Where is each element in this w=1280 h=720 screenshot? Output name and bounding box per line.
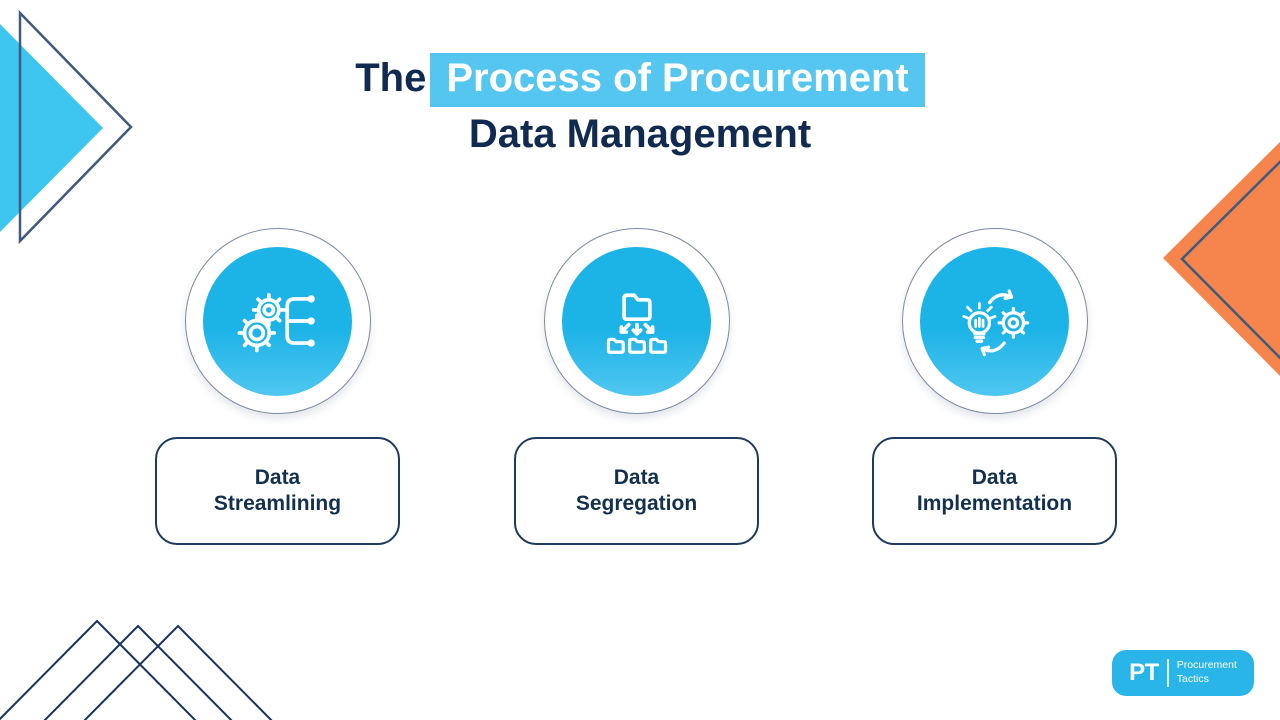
step-1-label: Data Streamlining: [214, 465, 341, 518]
step-3-circle-fill: [920, 246, 1069, 396]
step-2-circle: [543, 228, 730, 414]
step-1-circle-fill: [203, 246, 352, 396]
step-data-segregation: Data Segregation: [507, 228, 763, 545]
step-2-circle-fill: [562, 246, 711, 396]
step-data-implementation: Data Implementation: [865, 228, 1121, 545]
title-highlight: Process of Procurement: [430, 53, 925, 107]
folders-distribution-icon: [606, 293, 667, 354]
label-box-data-segregation: Data Segregation: [507, 429, 763, 545]
logo-divider: [1166, 659, 1169, 687]
idea-gear-cycle-icon: [961, 289, 1029, 357]
bottomleft-outline-triangle-1: [0, 619, 197, 720]
step-1-label-line2: Streamlining: [213, 492, 342, 515]
logo-name-line2: Tactics: [1176, 673, 1209, 685]
step-3-label-line1: Data: [971, 465, 1018, 489]
step-3-label: Data Implementation: [917, 465, 1072, 518]
step-2-label: Data Segregation: [576, 465, 697, 518]
step-2-label-line2: Segregation: [575, 492, 698, 515]
right-outline-diamond: [1180, 160, 1280, 360]
step-1-circle: [184, 228, 371, 414]
right-orange-diamond: [1163, 141, 1280, 376]
procurement-tactics-logo: PT Procurement Tactics: [1112, 650, 1254, 696]
label-box-data-implementation: Data Implementation: [865, 429, 1121, 545]
step-data-streamlining: Data Streamlining: [148, 228, 404, 545]
step-3-label-line2: Implementation: [916, 492, 1073, 515]
title-line-2: Data Management: [468, 112, 812, 156]
bottomleft-outline-triangle-2: [43, 624, 233, 720]
gears-flow-icon: [237, 292, 315, 353]
logo-name-line1: Procurement: [1176, 659, 1237, 672]
bottomleft-outline-triangle-3: [83, 624, 273, 720]
title-prefix: The: [355, 56, 427, 100]
step-1-label-line1: Data: [254, 465, 301, 489]
step-3-circle: [901, 228, 1088, 414]
label-box-data-streamlining: Data Streamlining: [148, 429, 404, 545]
step-2-label-line1: Data: [613, 465, 660, 489]
logo-name: Procurement Tactics: [1177, 659, 1237, 686]
logo-abbr: PT: [1129, 659, 1159, 686]
